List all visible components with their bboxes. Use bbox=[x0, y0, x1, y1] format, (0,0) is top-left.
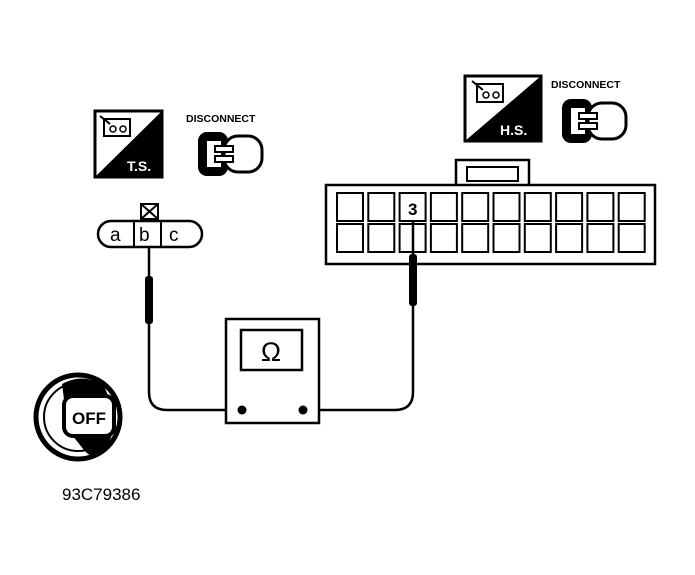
pin-a-label: a bbox=[110, 225, 121, 246]
connector-cavity bbox=[523, 223, 552, 253]
connector-cavity bbox=[336, 192, 364, 222]
connector-cavity bbox=[617, 192, 646, 222]
connector-cavity bbox=[586, 223, 615, 253]
connector-cavity bbox=[586, 192, 615, 222]
connector-cavity bbox=[523, 192, 552, 222]
connector-cavities bbox=[336, 192, 646, 253]
test-lead-left bbox=[145, 247, 242, 412]
pin-3-label: 3 bbox=[408, 200, 417, 219]
disconnect-connector-icon-left bbox=[198, 132, 264, 176]
connector-cavity bbox=[429, 192, 458, 222]
disconnect-connector-icon-right bbox=[562, 99, 628, 143]
pin-b-label: b bbox=[139, 225, 150, 246]
disconnect-label-right: DISCONNECT bbox=[551, 79, 621, 91]
meter-terminal-left bbox=[237, 405, 247, 415]
test-lead-right bbox=[303, 222, 417, 412]
connector-cavity bbox=[461, 223, 490, 253]
harness-connector: 3 bbox=[324, 158, 657, 266]
connector-cavity bbox=[429, 223, 458, 253]
connector-cavity bbox=[555, 223, 584, 253]
hs-badge: H.S. bbox=[463, 74, 543, 143]
ohm-symbol: Ω bbox=[261, 337, 281, 367]
pin-x-mark bbox=[140, 203, 159, 220]
ts-badge-label: T.S. bbox=[127, 158, 151, 174]
figure-id: 93C79386 bbox=[62, 485, 140, 504]
connector-cavity bbox=[492, 223, 521, 253]
connector-cavity bbox=[492, 192, 521, 222]
connector-cavity bbox=[555, 192, 584, 222]
disconnect-label-left: DISCONNECT bbox=[186, 113, 256, 125]
abc-connector: a b c bbox=[96, 203, 204, 249]
connector-cavity bbox=[461, 192, 490, 222]
ignition-key-icon: OFF bbox=[33, 372, 123, 462]
tester-icon bbox=[99, 115, 131, 137]
connector-cavity bbox=[367, 223, 396, 253]
pin-c-label: c bbox=[169, 225, 179, 246]
ignition-off-label: OFF bbox=[72, 409, 106, 428]
connector-cavity bbox=[617, 223, 646, 253]
meter-terminal-right bbox=[298, 405, 308, 415]
ts-badge: T.S. bbox=[93, 109, 164, 179]
tester-icon bbox=[471, 80, 504, 103]
ohmmeter: Ω bbox=[224, 317, 321, 425]
connector-cavity bbox=[336, 223, 364, 253]
connector-cavity bbox=[367, 192, 396, 222]
hs-badge-label: H.S. bbox=[500, 122, 527, 138]
connector-cavity bbox=[398, 192, 427, 222]
